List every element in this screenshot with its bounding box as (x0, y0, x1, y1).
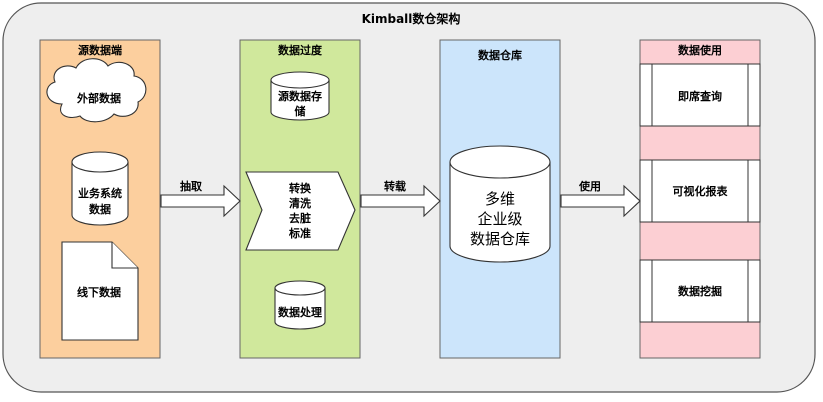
adhoc-query-label: 即席查询 (678, 89, 722, 103)
enterprise-warehouse-db-icon: 多维 企业级 数据仓库 (449, 145, 551, 263)
warehouse-db-label-line2: 企业级 (477, 210, 522, 228)
transform-step-shape: 转换 清洗 去脏 标准 (245, 171, 356, 251)
warehouse-column-title: 数据仓库 (478, 48, 522, 62)
business-system-label-line1: 业务系统 (78, 186, 122, 200)
extract-arrow-label: 抽取 (180, 179, 202, 193)
warehouse-db-label-line1: 多维 (485, 190, 515, 208)
diagram-title: Kimball数仓架构 (362, 11, 461, 26)
data-handling-label: 数据处理 (278, 305, 322, 319)
external-data-cloud-icon: 外部数据 (46, 58, 147, 123)
transform-label-line4: 标准 (288, 226, 311, 240)
source-storage-label-line2: 储 (295, 104, 306, 118)
offline-data-label: 线下数据 (77, 285, 121, 299)
data-handling-db-icon: 数据处理 (274, 280, 326, 330)
source-storage-db-icon: 源数据存 储 (270, 71, 330, 121)
usage-item-data-mining: 数据挖掘 (639, 259, 761, 323)
source-column-title: 源数据端 (78, 43, 122, 57)
load-arrow-label: 转载 (384, 179, 406, 193)
source-storage-label-line1: 源数据存 (278, 89, 322, 103)
use-arrow: 使用 (560, 179, 641, 218)
usage-item-adhoc-query: 即席查询 (639, 63, 761, 127)
data-mining-label: 数据挖掘 (678, 284, 722, 298)
process-column-title: 数据过度 (278, 43, 323, 57)
business-system-db-icon: 业务系统 数据 (71, 151, 129, 226)
visual-report-label: 可视化报表 (673, 184, 729, 198)
business-system-label-line2: 数据 (89, 202, 111, 216)
usage-column-title: 数据使用 (678, 43, 722, 57)
offline-data-document-icon: 线下数据 (61, 241, 139, 341)
transform-label-line3: 去脏 (289, 211, 311, 225)
warehouse-db-label-line3: 数据仓库 (470, 230, 530, 248)
load-arrow: 转载 (360, 179, 441, 218)
usage-item-visual-report: 可视化报表 (639, 159, 761, 223)
external-data-label: 外部数据 (76, 91, 121, 105)
extract-arrow: 抽取 (160, 179, 241, 218)
use-arrow-label: 使用 (578, 179, 601, 193)
transform-label-line2: 清洗 (289, 196, 311, 210)
transform-label-line1: 转换 (289, 181, 312, 195)
